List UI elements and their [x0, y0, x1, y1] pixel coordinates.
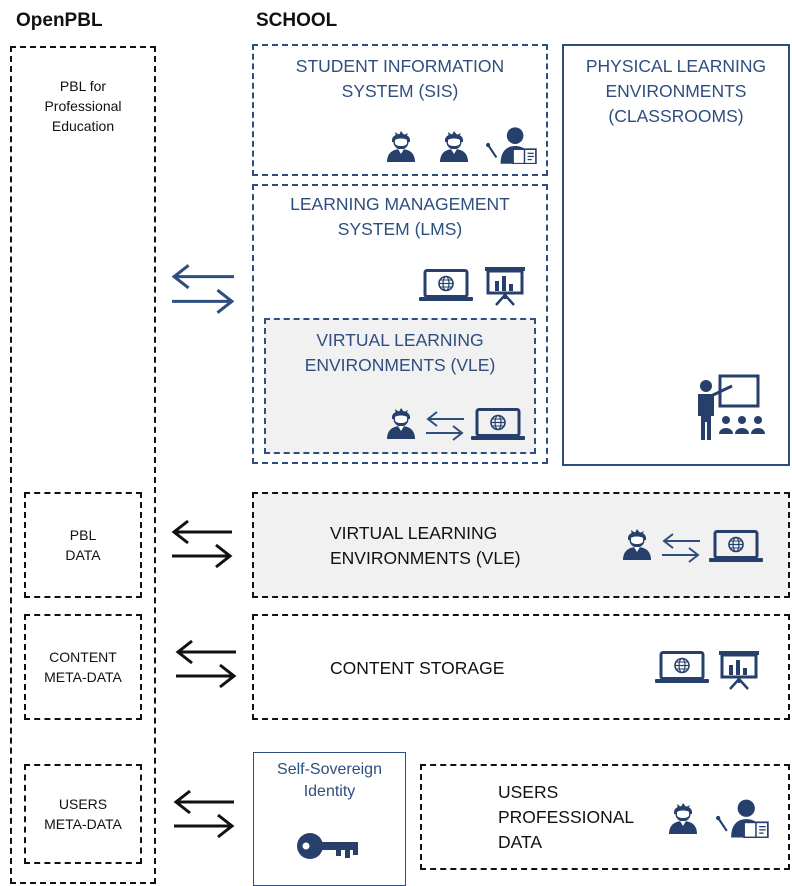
- school-header: SCHOOL: [256, 10, 338, 31]
- student-icon: [666, 796, 700, 838]
- exchange-arrows-icon: [174, 638, 238, 690]
- classroom-teacher-icon: [694, 374, 768, 440]
- pbl-professional-label: PBL for Professional Education: [44, 78, 122, 134]
- laptop-globe-icon: [708, 530, 764, 564]
- physical-label: PHYSICAL LEARNING ENVIRONMENTS (CLASSROO…: [585, 56, 767, 126]
- exchange-arrows-icon: [425, 410, 465, 442]
- lms-label: LEARNING MANAGEMENT SYSTEM (LMS): [290, 194, 510, 239]
- sis-box: [252, 44, 548, 176]
- ssi-label: Self-Sovereign Identity: [277, 761, 382, 800]
- teacher-book-icon: [486, 126, 538, 164]
- users-professional-label: USERS PROFESSIONAL DATA: [498, 782, 635, 852]
- student-icon: [384, 126, 418, 164]
- users-meta-label: USERS META-DATA: [44, 796, 122, 832]
- pbl-data-box: [24, 492, 142, 598]
- sis-label: STUDENT INFORMATION SYSTEM (SIS): [295, 56, 505, 101]
- student-icon: [620, 522, 654, 564]
- pbl-data-label: PBL DATA: [65, 527, 101, 563]
- vle-row-label: VIRTUAL LEARNING ENVIRONMENTS (VLE): [330, 523, 521, 568]
- laptop-globe-icon: [418, 268, 474, 304]
- content-meta-box: [24, 614, 142, 720]
- physical-box: [562, 44, 790, 466]
- users-professional-box: [420, 764, 790, 870]
- vle-row-box: [252, 492, 790, 598]
- exchange-arrows-icon: [170, 262, 236, 316]
- openpbl-header: OpenPBL: [16, 10, 103, 31]
- laptop-globe-icon: [470, 408, 526, 442]
- student-icon: [384, 402, 418, 442]
- teacher-book-icon: [716, 798, 770, 838]
- lms-box: [252, 184, 548, 464]
- content-storage-label: CONTENT STORAGE: [330, 658, 505, 678]
- exchange-arrows-icon: [172, 788, 236, 840]
- exchange-arrows-icon: [661, 532, 701, 564]
- users-meta-box: [24, 764, 142, 864]
- key-icon: [296, 830, 360, 862]
- presentation-chart-icon: [484, 264, 526, 306]
- content-storage-box: [252, 614, 790, 720]
- exchange-arrows-icon: [170, 518, 234, 570]
- openpbl-column: [10, 46, 156, 884]
- student-icon: [437, 126, 471, 164]
- content-meta-label: CONTENT META-DATA: [44, 649, 122, 685]
- presentation-chart-icon: [718, 648, 760, 690]
- vle-inner-label: VIRTUAL LEARNING ENVIRONMENTS (VLE): [304, 330, 496, 375]
- laptop-globe-icon: [654, 650, 710, 686]
